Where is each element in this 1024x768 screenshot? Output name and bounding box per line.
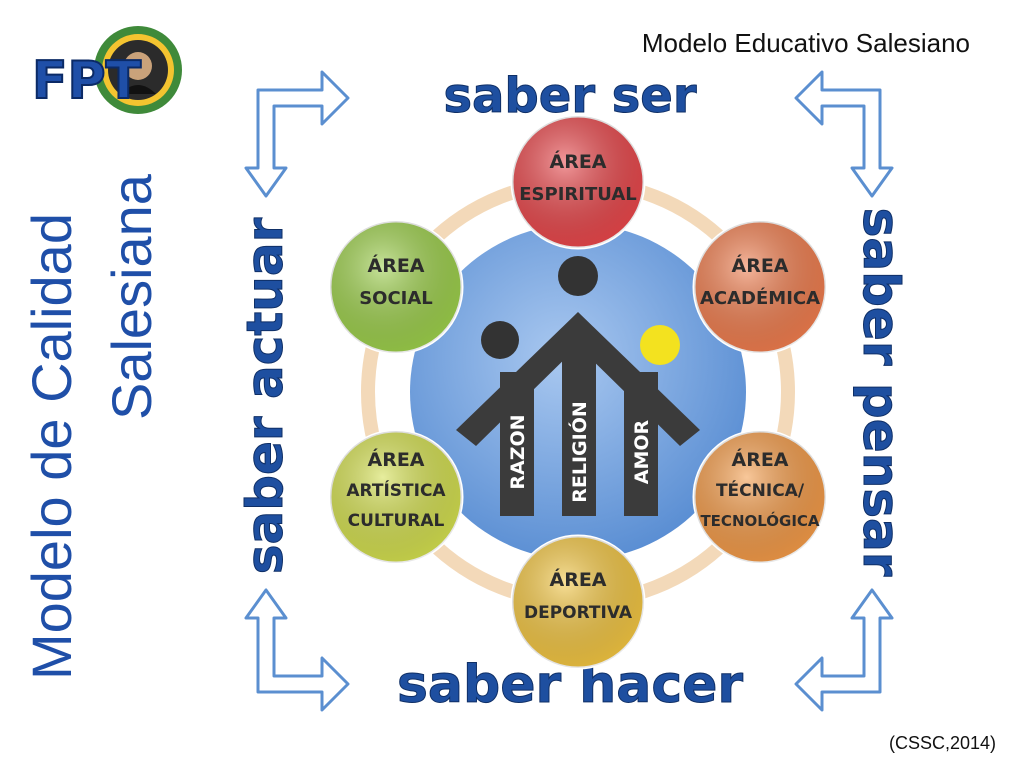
pillar-label-amor: AMOR bbox=[631, 419, 653, 484]
pillar-right bbox=[624, 372, 658, 516]
citation: (CSSC,2014) bbox=[888, 733, 996, 753]
family-figure-icon: RAZON RELIGIÓN AMOR bbox=[456, 256, 700, 516]
saber-ser-label: saber ser bbox=[443, 68, 696, 124]
area-label-line1: ÁREA bbox=[731, 448, 788, 471]
pillar-label-razon: RAZON bbox=[507, 414, 529, 489]
area-label-line2: SOCIAL bbox=[359, 288, 433, 309]
arrow-bottom-left-icon bbox=[244, 588, 350, 712]
area-label-line2: ARTÍSTICA bbox=[346, 479, 446, 501]
area-label-line1: ÁREA bbox=[367, 254, 424, 277]
area-espiritual: ÁREA ESPIRITUAL bbox=[510, 114, 646, 250]
pillar-center bbox=[562, 345, 596, 516]
area-label-line2: ESPIRITUAL bbox=[519, 184, 636, 205]
area-label-line2: TÉCNICA/ bbox=[716, 479, 805, 501]
roof-shape bbox=[456, 312, 700, 446]
area-social: ÁREA SOCIAL bbox=[328, 219, 464, 355]
gear-icon bbox=[94, 26, 182, 114]
area-label-line1: ÁREA bbox=[731, 254, 788, 277]
arrow-bottom-right-icon bbox=[794, 588, 894, 712]
saber-pensar-label: saber pensar bbox=[852, 208, 910, 577]
arrow-top-left-icon bbox=[244, 70, 350, 198]
pillar-label-religion: RELIGIÓN bbox=[567, 401, 591, 503]
area-tecnica: ÁREA TÉCNICA/ TECNOLÓGICA bbox=[692, 429, 828, 565]
logo-text: FPT bbox=[32, 51, 142, 111]
area-label-line3: CULTURAL bbox=[348, 511, 445, 531]
area-label-line2: DEPORTIVA bbox=[524, 603, 633, 623]
head-center-icon bbox=[558, 256, 598, 296]
area-academica: ÁREA ACADÉMICA bbox=[692, 219, 828, 355]
area-label-line1: ÁREA bbox=[367, 448, 424, 471]
area-deportiva: ÁREA DEPORTIVA bbox=[510, 534, 646, 670]
area-label-line1: ÁREA bbox=[549, 150, 606, 173]
fpt-logo: FPT bbox=[31, 26, 182, 114]
pillar-left bbox=[500, 372, 534, 516]
area-artistica: ÁREA ARTÍSTICA CULTURAL bbox=[328, 429, 464, 565]
sun-icon bbox=[640, 325, 680, 365]
arrow-top-right-icon bbox=[794, 70, 894, 198]
area-label-line2: ACADÉMICA bbox=[700, 287, 820, 309]
area-label-line3: TECNOLÓGICA bbox=[700, 511, 819, 530]
saber-actuar-label: saber actuar bbox=[236, 217, 294, 574]
page-title: Modelo Educativo Salesiano bbox=[641, 28, 970, 58]
corner-arrows bbox=[244, 70, 894, 712]
area-label-line1: ÁREA bbox=[549, 568, 606, 591]
head-left-icon bbox=[481, 321, 519, 359]
